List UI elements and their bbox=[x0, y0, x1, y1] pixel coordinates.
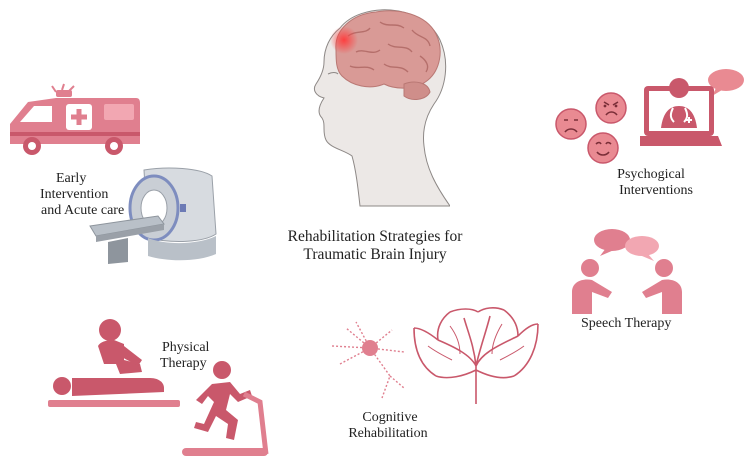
label-cognitive-rehabilitation: Cognitive Rehabilitation bbox=[336, 410, 440, 442]
psych-line-1: Psychogical bbox=[617, 167, 685, 182]
speech-people-icon bbox=[572, 229, 682, 314]
title-line-2: Traumatic Brain Injury bbox=[303, 246, 447, 263]
ambulance-icon bbox=[10, 83, 140, 155]
laptop-doctor-icon bbox=[640, 69, 744, 146]
treadmill-runner-icon bbox=[182, 361, 269, 456]
massage-therapy-icon bbox=[48, 319, 180, 407]
label-psych-interventions: Psychogical Interventions bbox=[597, 167, 707, 199]
title-line-1: Rehabilitation Strategies for bbox=[287, 228, 463, 245]
label-speech-therapy: Speech Therapy bbox=[581, 316, 671, 332]
early-line-3: and Acute care bbox=[41, 203, 125, 218]
physical-line-1: Physical bbox=[162, 340, 210, 355]
early-line-2: Intervention bbox=[40, 187, 109, 202]
mri-scanner-icon bbox=[89, 167, 217, 264]
label-early-intervention: Early Intervention and Acute care bbox=[40, 171, 125, 219]
cognitive-line-1: Cognitive bbox=[362, 410, 418, 425]
physical-line-2: Therapy bbox=[160, 356, 207, 371]
emotion-faces-icon bbox=[555, 92, 627, 164]
head-brain-icon bbox=[313, 9, 450, 207]
dendrite-tree-icon bbox=[413, 307, 539, 404]
label-physical-therapy: Physical Therapy bbox=[160, 340, 210, 372]
early-line-1: Early bbox=[56, 171, 87, 186]
psych-line-2: Interventions bbox=[619, 183, 693, 198]
neuron-icon bbox=[331, 321, 405, 399]
diagram-title: Rehabilitation Strategies for Traumatic … bbox=[270, 228, 480, 264]
cognitive-line-2: Rehabilitation bbox=[348, 426, 428, 441]
speech-line-1: Speech Therapy bbox=[581, 316, 672, 331]
